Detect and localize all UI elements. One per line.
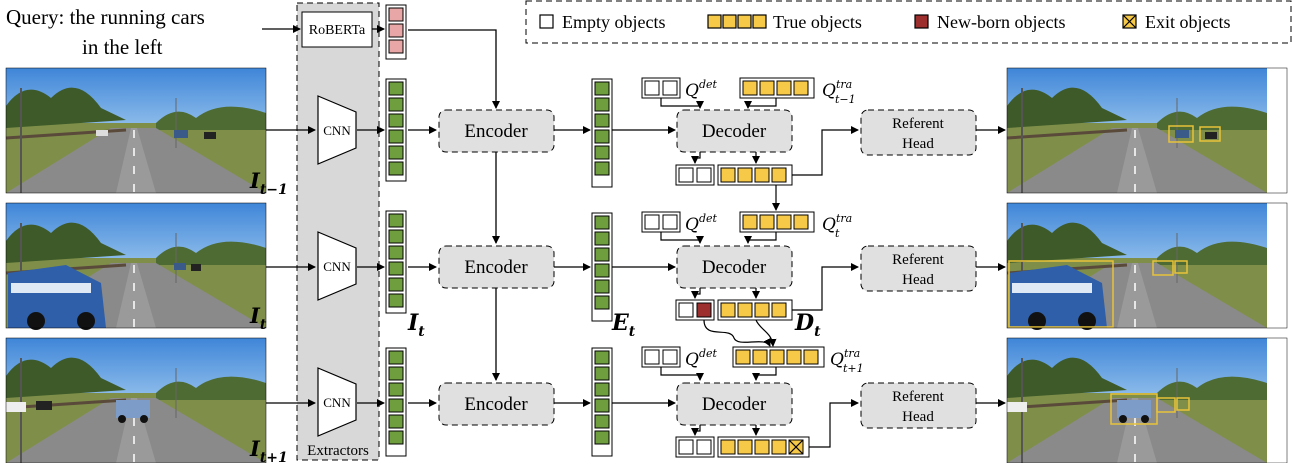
legend-true-label: True objects xyxy=(773,12,862,32)
roberta-box xyxy=(301,11,373,48)
cnn-cur-trapezoid xyxy=(317,231,357,301)
tra-query-next xyxy=(732,346,825,368)
legend-empty-swatch xyxy=(539,14,554,29)
image-feature-label: It xyxy=(407,310,425,340)
frame-next-label: It+1 xyxy=(249,436,288,463)
decoder-next-to-head-arrow xyxy=(809,399,859,448)
decoder-prev-box xyxy=(676,109,793,153)
legend-newborn-swatch xyxy=(914,14,929,29)
extractors-label: Extractors xyxy=(307,443,369,459)
cnn-next-trapezoid xyxy=(317,367,357,437)
decoder-cur-true-output xyxy=(717,299,793,321)
legend-border xyxy=(525,0,1292,44)
legend-exit-swatch xyxy=(1122,14,1137,29)
tra-query-prev-to-decoder-arrow xyxy=(744,98,777,109)
decoder-prev-to-head-arrow xyxy=(792,126,859,176)
text-token-column xyxy=(385,4,407,60)
decoder-next-box xyxy=(676,382,793,426)
frame-cur-image xyxy=(4,201,268,330)
referent-head-prev-line2: Head xyxy=(902,136,934,152)
referent-head-prev-box xyxy=(860,109,977,156)
tra-query-cur-to-decoder-arrow xyxy=(744,232,777,244)
tra-query-prev xyxy=(739,77,815,99)
decoder-cur-to-head-arrow xyxy=(792,263,859,311)
frame-next-image xyxy=(4,336,268,463)
decoder-cur-to-mixed-out-arrow xyxy=(691,288,701,299)
cnn-prev-trapezoid xyxy=(317,95,357,165)
result-cur-image xyxy=(1005,201,1288,330)
encoder-prev-label: Encoder xyxy=(464,121,528,142)
encoded-feature-next-column xyxy=(591,347,613,457)
query-text-line2: in the left xyxy=(82,35,163,59)
decoded-feature-label: Dt xyxy=(794,310,821,340)
decoder-prev-empty-output xyxy=(675,164,715,186)
decoder-next-to-empty-out-arrow xyxy=(691,425,701,436)
det-query-next xyxy=(641,346,681,368)
referent-head-next-line1: Referent xyxy=(892,389,944,405)
cnn-prev-label: CNN xyxy=(323,123,351,138)
referent-head-cur-line1: Referent xyxy=(892,252,944,268)
det-query-cur xyxy=(641,211,681,233)
decoder-next-label: Decoder xyxy=(702,394,767,415)
legend-true-swatch xyxy=(707,14,767,29)
referent-head-next-line2: Head xyxy=(902,409,934,425)
encoded-feature-cur-column xyxy=(591,212,613,322)
decoder-cur-mixed-output xyxy=(675,299,715,321)
legend-empty-label: Empty objects xyxy=(562,12,665,32)
tokens-to-encoder-arrow xyxy=(408,29,500,109)
frame-prev-label: It−1 xyxy=(249,168,288,198)
encoder-next-label: Encoder xyxy=(464,394,528,415)
decoder-prev-true-output xyxy=(717,164,793,186)
referent-head-next-box xyxy=(860,382,977,429)
decoder-cur-label: Decoder xyxy=(702,257,767,278)
det-query-prev-label: Qdet xyxy=(685,78,717,101)
legend-newborn-label: New-born objects xyxy=(937,12,1065,32)
decoder-next-true-output xyxy=(717,436,810,458)
roberta-label: RoBERTa xyxy=(309,23,366,38)
image-feature-prev-column xyxy=(385,78,407,182)
true-cur-to-tra-next-arrow xyxy=(755,319,777,347)
det-query-cur-label: Qdet xyxy=(685,212,717,235)
encoder-cur-label: Encoder xyxy=(464,257,528,278)
query-text-line1: Query: the running cars xyxy=(6,5,205,29)
decoder-cur-box xyxy=(676,245,793,289)
encoded-feature-prev-column xyxy=(591,78,613,188)
det-query-prev-to-decoder-arrow xyxy=(660,98,704,109)
det-query-cur-to-decoder-arrow xyxy=(660,232,704,244)
frame-cur-label: It xyxy=(249,303,267,333)
det-query-prev xyxy=(641,77,681,99)
referent-head-cur-line2: Head xyxy=(902,272,934,288)
decoder-prev-label: Decoder xyxy=(702,121,767,142)
newborn-to-tra-next-arrow xyxy=(703,319,771,347)
referent-head-cur-box xyxy=(860,245,977,292)
legend-exit-label: Exit objects xyxy=(1145,12,1230,32)
det-query-next-to-decoder-arrow xyxy=(660,367,704,381)
tra-query-cur xyxy=(739,211,815,233)
referent-head-prev-line1: Referent xyxy=(892,116,944,132)
image-feature-next-column xyxy=(385,347,407,457)
decoder-next-empty-output xyxy=(675,436,715,458)
result-prev-image xyxy=(1005,66,1288,195)
image-feature-cur-column xyxy=(385,210,407,314)
encoder-next-box xyxy=(438,382,555,426)
cnn-cur-label: CNN xyxy=(323,259,351,274)
legend: Empty objects True objects New-born obje… xyxy=(525,0,1292,44)
det-query-next-label: Qdet xyxy=(685,347,717,370)
result-next-image xyxy=(1005,336,1288,463)
frame-prev-image xyxy=(4,66,268,195)
cnn-next-label: CNN xyxy=(323,395,351,410)
tra-query-next-to-decoder-arrow xyxy=(752,367,777,381)
decoder-prev-to-empty-out-arrow xyxy=(691,152,701,164)
encoded-feature-label: Et xyxy=(611,310,636,340)
